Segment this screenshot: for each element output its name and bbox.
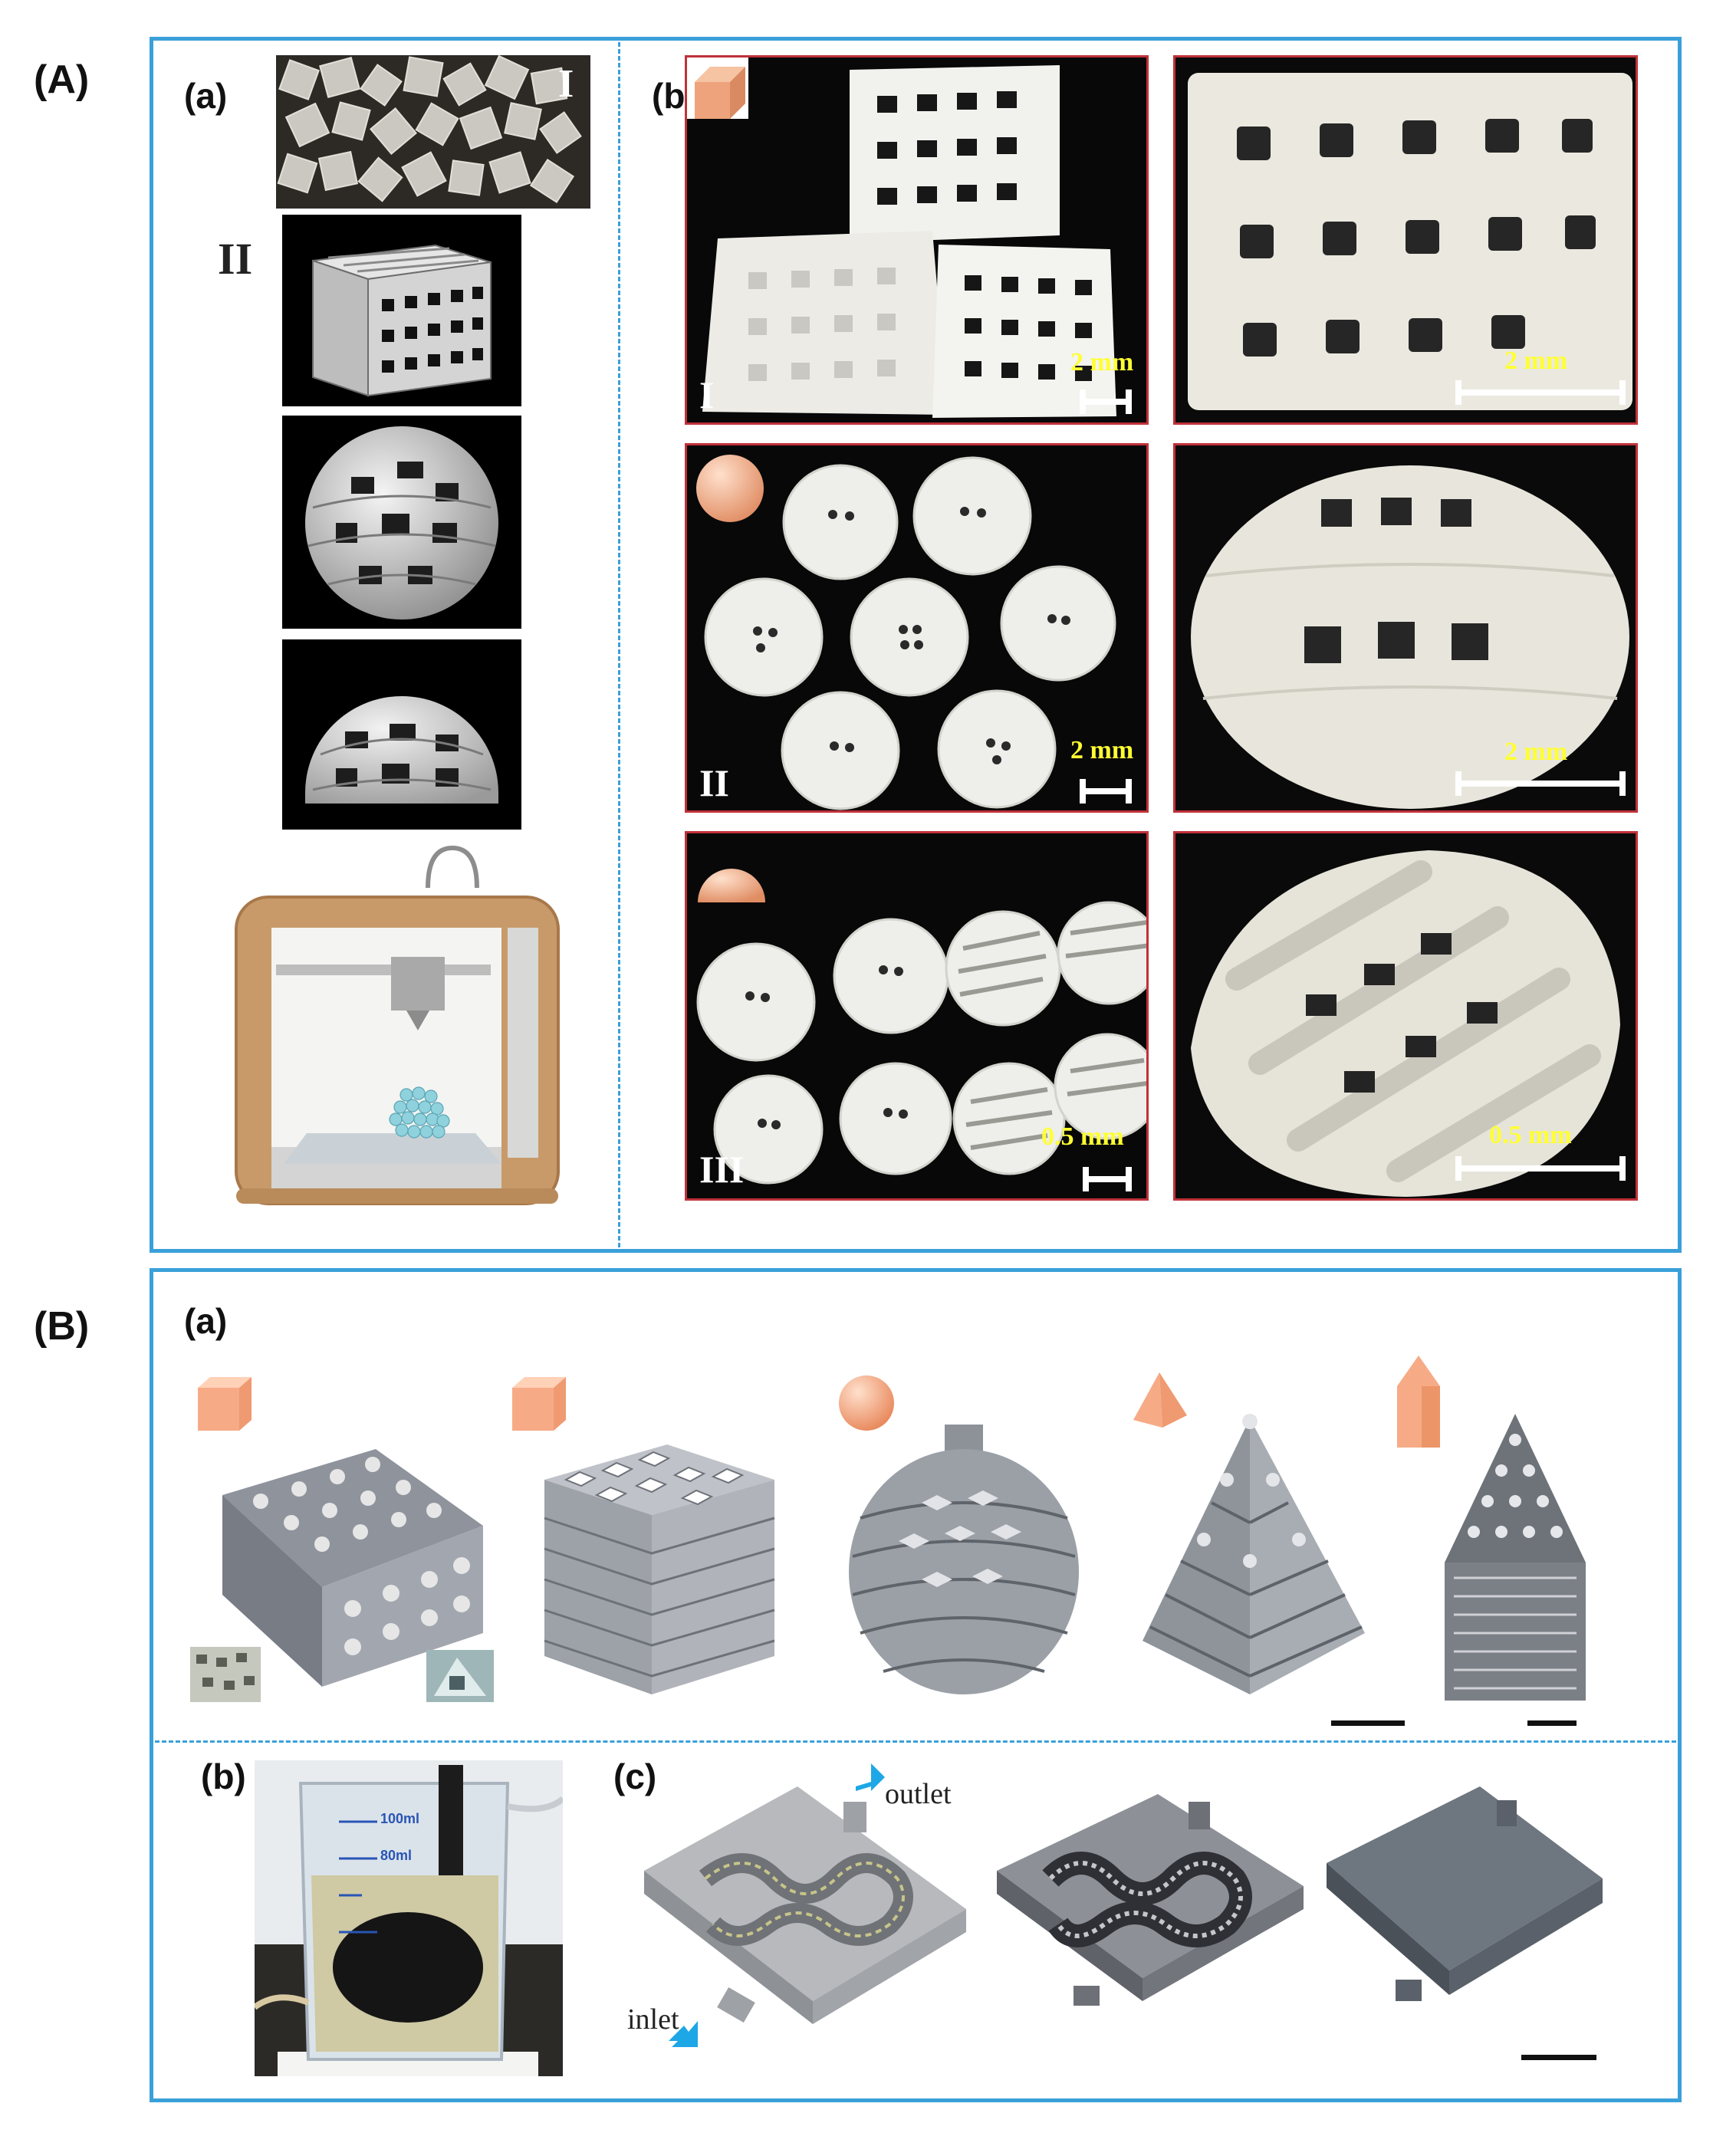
3d-printer-illustration: [222, 842, 575, 1216]
roman-numeral-III-b: III: [699, 1148, 745, 1191]
reactor-printed-open: [989, 1786, 1311, 2062]
beaker-mark-80ml: 80ml: [380, 1848, 413, 1863]
panel-b-sub-b-label: (b): [201, 1757, 246, 1796]
pyramid-icon: [1129, 1369, 1190, 1431]
gray-lattice-cube-1: [207, 1441, 498, 1694]
roman-numeral-I-a: I: [558, 62, 574, 106]
row-II-closeup-photo: [1173, 443, 1638, 813]
beaker-mark-100ml: 100ml: [380, 1811, 420, 1826]
scale-label-row-III-left: 0.5 mm: [1041, 1122, 1124, 1151]
lattice-sphere-render: [282, 416, 521, 629]
lattice-hemisphere-render: [282, 639, 521, 830]
scale-label-row-III-right: 0.5 mm: [1489, 1121, 1572, 1149]
panel-a-sub-a-label: (a): [184, 76, 228, 116]
scale-bar-row-I-right: [1455, 380, 1626, 405]
row-I-overview-photo: [685, 55, 1149, 425]
inset-photo-small-right: [426, 1650, 494, 1702]
roman-numeral-I-b: I: [699, 373, 715, 416]
pencil-prism-icon: [1388, 1352, 1449, 1452]
cube-icon: [508, 1372, 570, 1435]
panel-b-divider: [155, 1740, 1676, 1743]
scale-bar-reactor: [1521, 2055, 1596, 2060]
panel-a-frame: [150, 37, 1682, 1253]
row-III-closeup-photo: [1173, 831, 1638, 1201]
row-II-overview-photo: [685, 443, 1149, 813]
reactor-printed-closed: [1319, 1779, 1610, 2055]
panel-a-label: (A): [34, 58, 90, 102]
panel-b-sub-c-label: (c): [613, 1757, 657, 1796]
scale-bar-row-I-left: [1080, 389, 1132, 414]
gray-lattice-pencil-prism: [1438, 1409, 1592, 1716]
panel-b-label: (B): [34, 1304, 90, 1349]
scale-bar-row-II-right: [1455, 771, 1626, 796]
scale-label-row-I-left: 2 mm: [1070, 348, 1134, 376]
salt-crystals-photo: [276, 55, 590, 209]
row-III-overview-photo: [685, 831, 1149, 1201]
scale-label-row-I-right: 2 mm: [1504, 347, 1568, 375]
outlet-label: outlet: [885, 1778, 952, 1810]
sphere-icon: [836, 1372, 897, 1434]
beaker-photo: 100ml 80ml: [255, 1760, 563, 2076]
scale-bar-row-II-left: [1080, 779, 1132, 804]
panel-b-frame: [150, 1268, 1682, 2102]
lattice-cube-render: [282, 215, 521, 406]
roman-numeral-II-a: II: [218, 234, 253, 284]
scale-label-row-II-right: 2 mm: [1504, 738, 1568, 766]
gray-lattice-cube-2: [529, 1434, 790, 1704]
panel-a-divider: [618, 42, 620, 1247]
reactor-cad-render: [629, 1763, 981, 2085]
panel-b-sub-a-label: (a): [184, 1301, 228, 1341]
scale-bar-row-III-left: [1083, 1167, 1132, 1191]
cube-icon: [193, 1372, 256, 1435]
scale-bar-pencil-prism: [1527, 1720, 1577, 1726]
scale-bar-row-III-right: [1455, 1156, 1626, 1181]
inset-photo-small-left: [190, 1647, 261, 1702]
row-I-closeup-photo: [1173, 55, 1638, 425]
gray-lattice-pyramid: [1135, 1411, 1373, 1704]
inlet-label: inlet: [627, 2003, 679, 2036]
scale-bar-pyramid: [1331, 1720, 1405, 1726]
gray-lattice-sphere: [837, 1418, 1090, 1704]
scale-label-row-II-left: 2 mm: [1070, 736, 1134, 764]
roman-numeral-II-b: II: [699, 761, 729, 804]
